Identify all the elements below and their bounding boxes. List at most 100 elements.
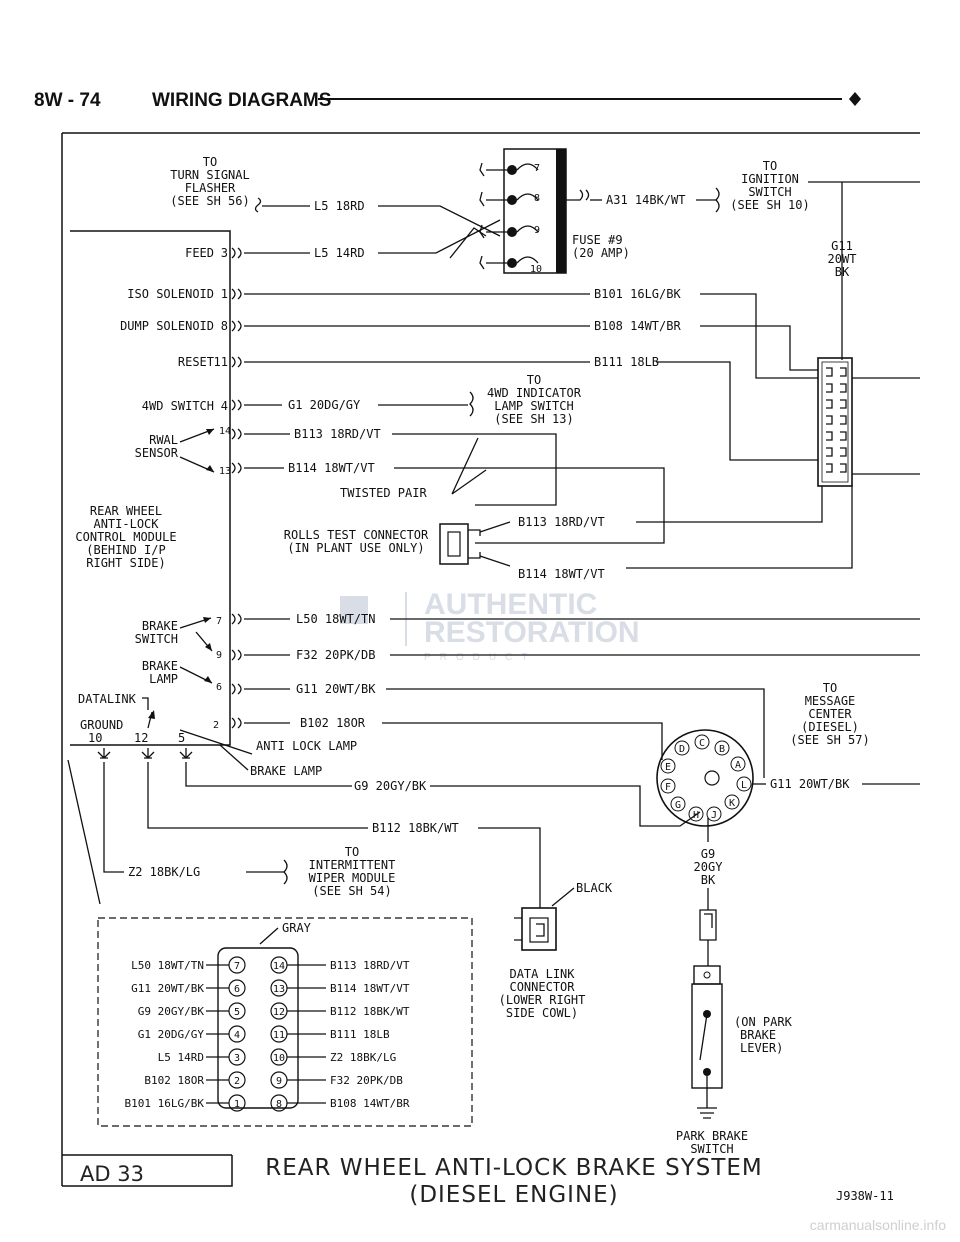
svg-text:1: 1 (221, 287, 228, 301)
arrow-icon (206, 465, 214, 472)
wire-label-b112: B112 18BK/WT (372, 821, 459, 835)
svg-text:6: 6 (216, 682, 222, 693)
connector-left-pin: 2 (234, 1076, 240, 1087)
svg-text:(SEE SH 56): (SEE SH 56) (170, 194, 249, 208)
svg-text:LEVER): LEVER) (740, 1041, 783, 1055)
ad-code: AD 33 (80, 1162, 144, 1186)
wire-anti-lock-lamp-pointer (179, 729, 253, 755)
svg-text:(SEE SH 57): (SEE SH 57) (790, 733, 869, 747)
brake-lamp-label: BRAKE LAMP 6 (142, 659, 222, 693)
wire-z2-left (103, 762, 124, 873)
message-center-note: TO MESSAGE CENTER (DIESEL) (SEE SH 57) (790, 681, 869, 747)
svg-text:SIDE COWL): SIDE COWL) (506, 1006, 578, 1020)
svg-text:SWITCH: SWITCH (748, 185, 791, 199)
park-brake-note: (ON PARK BRAKE LEVER) (734, 1015, 793, 1055)
pin-circle (228, 1071, 246, 1089)
svg-text:D: D (679, 744, 685, 755)
svg-text:13: 13 (219, 466, 231, 477)
connector-left-wire: G11 20WT/BK (131, 982, 204, 995)
connector-right-wire: B111 18LB (330, 1028, 390, 1041)
wire-label-b114: B114 18WT/VT (288, 461, 375, 475)
svg-text:BRAKE: BRAKE (740, 1028, 776, 1042)
wire-label-g11-right: G11 20WT/BK (770, 777, 850, 791)
wire-label-l5-18rd: L5 18RD (314, 199, 365, 213)
wire-g11-right (386, 688, 765, 778)
connector-left-wire: L5 14RD (158, 1051, 204, 1064)
turn-signal-note: TO TURN SIGNAL FLASHER (SEE SH 56) (170, 155, 249, 208)
svg-text:ISO SOLENOID: ISO SOLENOID (127, 287, 214, 301)
wire-label-z2: Z2 18BK/LG (128, 865, 200, 879)
svg-text:TO: TO (203, 155, 217, 169)
arrow-icon (204, 676, 212, 683)
svg-text:DATALINK: DATALINK (78, 692, 137, 706)
svg-text:12: 12 (134, 731, 148, 745)
wire-brake-lamp-pointer (219, 744, 249, 771)
svg-text:IGNITION: IGNITION (741, 172, 799, 186)
svg-text:SWITCH: SWITCH (690, 1142, 733, 1156)
svg-text:SWITCH: SWITCH (135, 632, 178, 646)
svg-text:RIGHT SIDE): RIGHT SIDE) (86, 556, 165, 570)
connector-left-wire: B101 16LG/BK (125, 1097, 205, 1110)
svg-text:4: 4 (221, 399, 228, 413)
connector-left-pin: 5 (234, 1007, 240, 1018)
svg-text:J: J (711, 810, 717, 821)
wire-label-f32: F32 20PK/DB (296, 648, 375, 662)
svg-text:7: 7 (534, 163, 540, 174)
connector-right-pin: 10 (273, 1053, 285, 1064)
svg-text:GROUND: GROUND (80, 718, 123, 732)
svg-text:TO: TO (763, 159, 777, 173)
svg-text:ANTI-LOCK: ANTI-LOCK (93, 517, 159, 531)
header-page-ref: 8W - 74 (34, 90, 101, 111)
svg-text:H: H (693, 810, 699, 821)
arrow-icon (203, 617, 211, 623)
svg-text:G11: G11 (831, 239, 853, 253)
diamond-icon (849, 92, 861, 106)
connector-right-pin: 9 (276, 1076, 282, 1087)
figure-code: J938W-11 (836, 1189, 894, 1203)
svg-text:B: B (719, 744, 725, 755)
svg-text:RWAL: RWAL (149, 433, 178, 447)
wire-label-a31: A31 14BK/WT (606, 193, 685, 207)
anti-lock-lamp-label: ANTI LOCK LAMP (256, 739, 357, 753)
connector-right-wire: B114 18WT/VT (330, 982, 410, 995)
svg-text:C: C (699, 738, 705, 749)
svg-text:BK: BK (701, 873, 716, 887)
connector-left-pin: 4 (234, 1030, 240, 1041)
connector-left-wire: G1 20DG/GY (138, 1028, 205, 1041)
watermark: AUTHENTIC RESTORATION PRODUCT (340, 588, 640, 663)
svg-text:F: F (665, 782, 671, 793)
intermittent-note: TO INTERMITTENT WIPER MODULE (SEE SH 54) (309, 845, 396, 898)
rolls-test-connector: ROLLS TEST CONNECTOR (IN PLANT USE ONLY)… (284, 515, 605, 581)
wire-l5-14rd-right (378, 219, 501, 254)
wire-b108-right (700, 325, 818, 371)
svg-text:G9: G9 (701, 847, 715, 861)
svg-text:PARK BRAKE: PARK BRAKE (676, 1129, 748, 1143)
svg-text:FUSE #9: FUSE #9 (572, 233, 623, 247)
svg-text:K: K (729, 798, 735, 809)
svg-text:7: 7 (216, 616, 222, 627)
svg-text:(SEE SH 10): (SEE SH 10) (730, 198, 809, 212)
park-brake-switch (691, 909, 723, 1119)
svg-text:(BEHIND I/P: (BEHIND I/P (86, 543, 165, 557)
connector-right-wire: F32 20PK/DB (330, 1074, 403, 1087)
svg-text:(SEE SH 54): (SEE SH 54) (312, 884, 391, 898)
brake-lamp-label: BRAKE LAMP (250, 764, 322, 778)
connector-table-body (217, 947, 299, 1109)
diagram-title-line1: REAR WHEEL ANTI-LOCK BRAKE SYSTEM (265, 1155, 763, 1181)
svg-text:TO: TO (527, 373, 541, 387)
svg-text:(DIESEL): (DIESEL) (801, 720, 859, 734)
fuse-block: 7 8 9 10 (449, 148, 567, 275)
connector-left-pin: 6 (234, 984, 240, 995)
connector-right-pin: 14 (273, 961, 285, 972)
svg-text:LAMP: LAMP (149, 672, 178, 686)
svg-text:L: L (741, 780, 747, 791)
svg-text:TO: TO (345, 845, 359, 859)
wire-label-g9: G9 20GY/BK (354, 779, 427, 793)
park-brake-switch-label: PARK BRAKE SWITCH (676, 1129, 748, 1156)
wire-label-b113: B113 18RD/VT (294, 427, 381, 441)
wire-b102-right (382, 722, 663, 760)
